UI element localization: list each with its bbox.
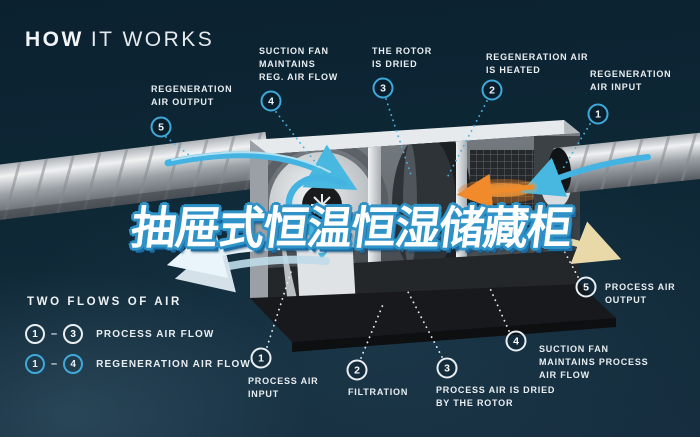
label-process-air-output: PROCESS AIR OUTPUT — [605, 282, 676, 305]
step-circle-regen-3: 3 — [372, 77, 394, 99]
label-rotor-is-dried: THE ROTOR IS DRIED — [372, 46, 433, 69]
legend-row-regeneration: 1 – 4 REGENERATION AIR FLOW — [25, 354, 251, 374]
label-regeneration-air-output: REGENERATION AIR OUTPUT — [151, 84, 233, 107]
page-title: HOW IT WORKS — [25, 28, 214, 52]
step-circle-regen-1: 1 — [587, 103, 609, 125]
legend-label-process: PROCESS AIR FLOW — [96, 328, 215, 340]
step-circle-process-2: 2 — [346, 359, 368, 381]
label-suction-fan-process: SUCTION FAN MAINTAINS PROCESS AIR FLOW — [539, 344, 649, 380]
airflow-arrows — [164, 144, 651, 293]
legend-range-dash: – — [51, 358, 58, 370]
step-circle-regen-4: 4 — [260, 90, 282, 112]
step-circle-process-1: 1 — [250, 347, 272, 369]
label-process-air-input: PROCESS AIR INPUT — [248, 376, 319, 399]
right-duct — [548, 131, 700, 194]
page-title-bold: HOW — [25, 28, 84, 51]
legend-circle-to: 4 — [63, 354, 84, 374]
label-regeneration-air-input: REGENERATION AIR INPUT — [590, 69, 672, 92]
label-regeneration-air-heated: REGENERATION AIR IS HEATED — [486, 52, 589, 75]
label-filtration: FILTRATION — [348, 387, 409, 397]
leader-lines-regeneration — [165, 98, 591, 179]
label-process-air-dried: PROCESS AIR IS DRIED BY THE ROTOR — [436, 385, 556, 408]
leader-lines-process — [266, 244, 579, 359]
legend-row-process: 1 – 3 PROCESS AIR FLOW — [25, 324, 214, 344]
step-circle-regen-2: 2 — [481, 79, 503, 101]
legend-circle-from: 1 — [25, 324, 45, 344]
page-title-rest: IT WORKS — [90, 28, 215, 51]
legend-heading: TWO FLOWS OF AIR — [27, 296, 182, 308]
step-circle-process-4: 4 — [505, 330, 527, 352]
label-suction-fan-reg: SUCTION FAN MAINTAINS REG. AIR FLOW — [259, 46, 339, 82]
step-circle-process-5: 5 — [575, 276, 597, 298]
step-circle-regen-5: 5 — [150, 116, 172, 138]
legend-circle-to: 3 — [63, 324, 84, 344]
legend-label-regeneration: REGENERATION AIR FLOW — [96, 358, 251, 370]
legend-range-dash: – — [51, 328, 58, 340]
legend-circle-from: 1 — [25, 354, 45, 374]
step-circle-process-3: 3 — [436, 357, 458, 379]
overlay-headline: 抽屉式恒温恒湿储藏柜 — [128, 201, 575, 255]
